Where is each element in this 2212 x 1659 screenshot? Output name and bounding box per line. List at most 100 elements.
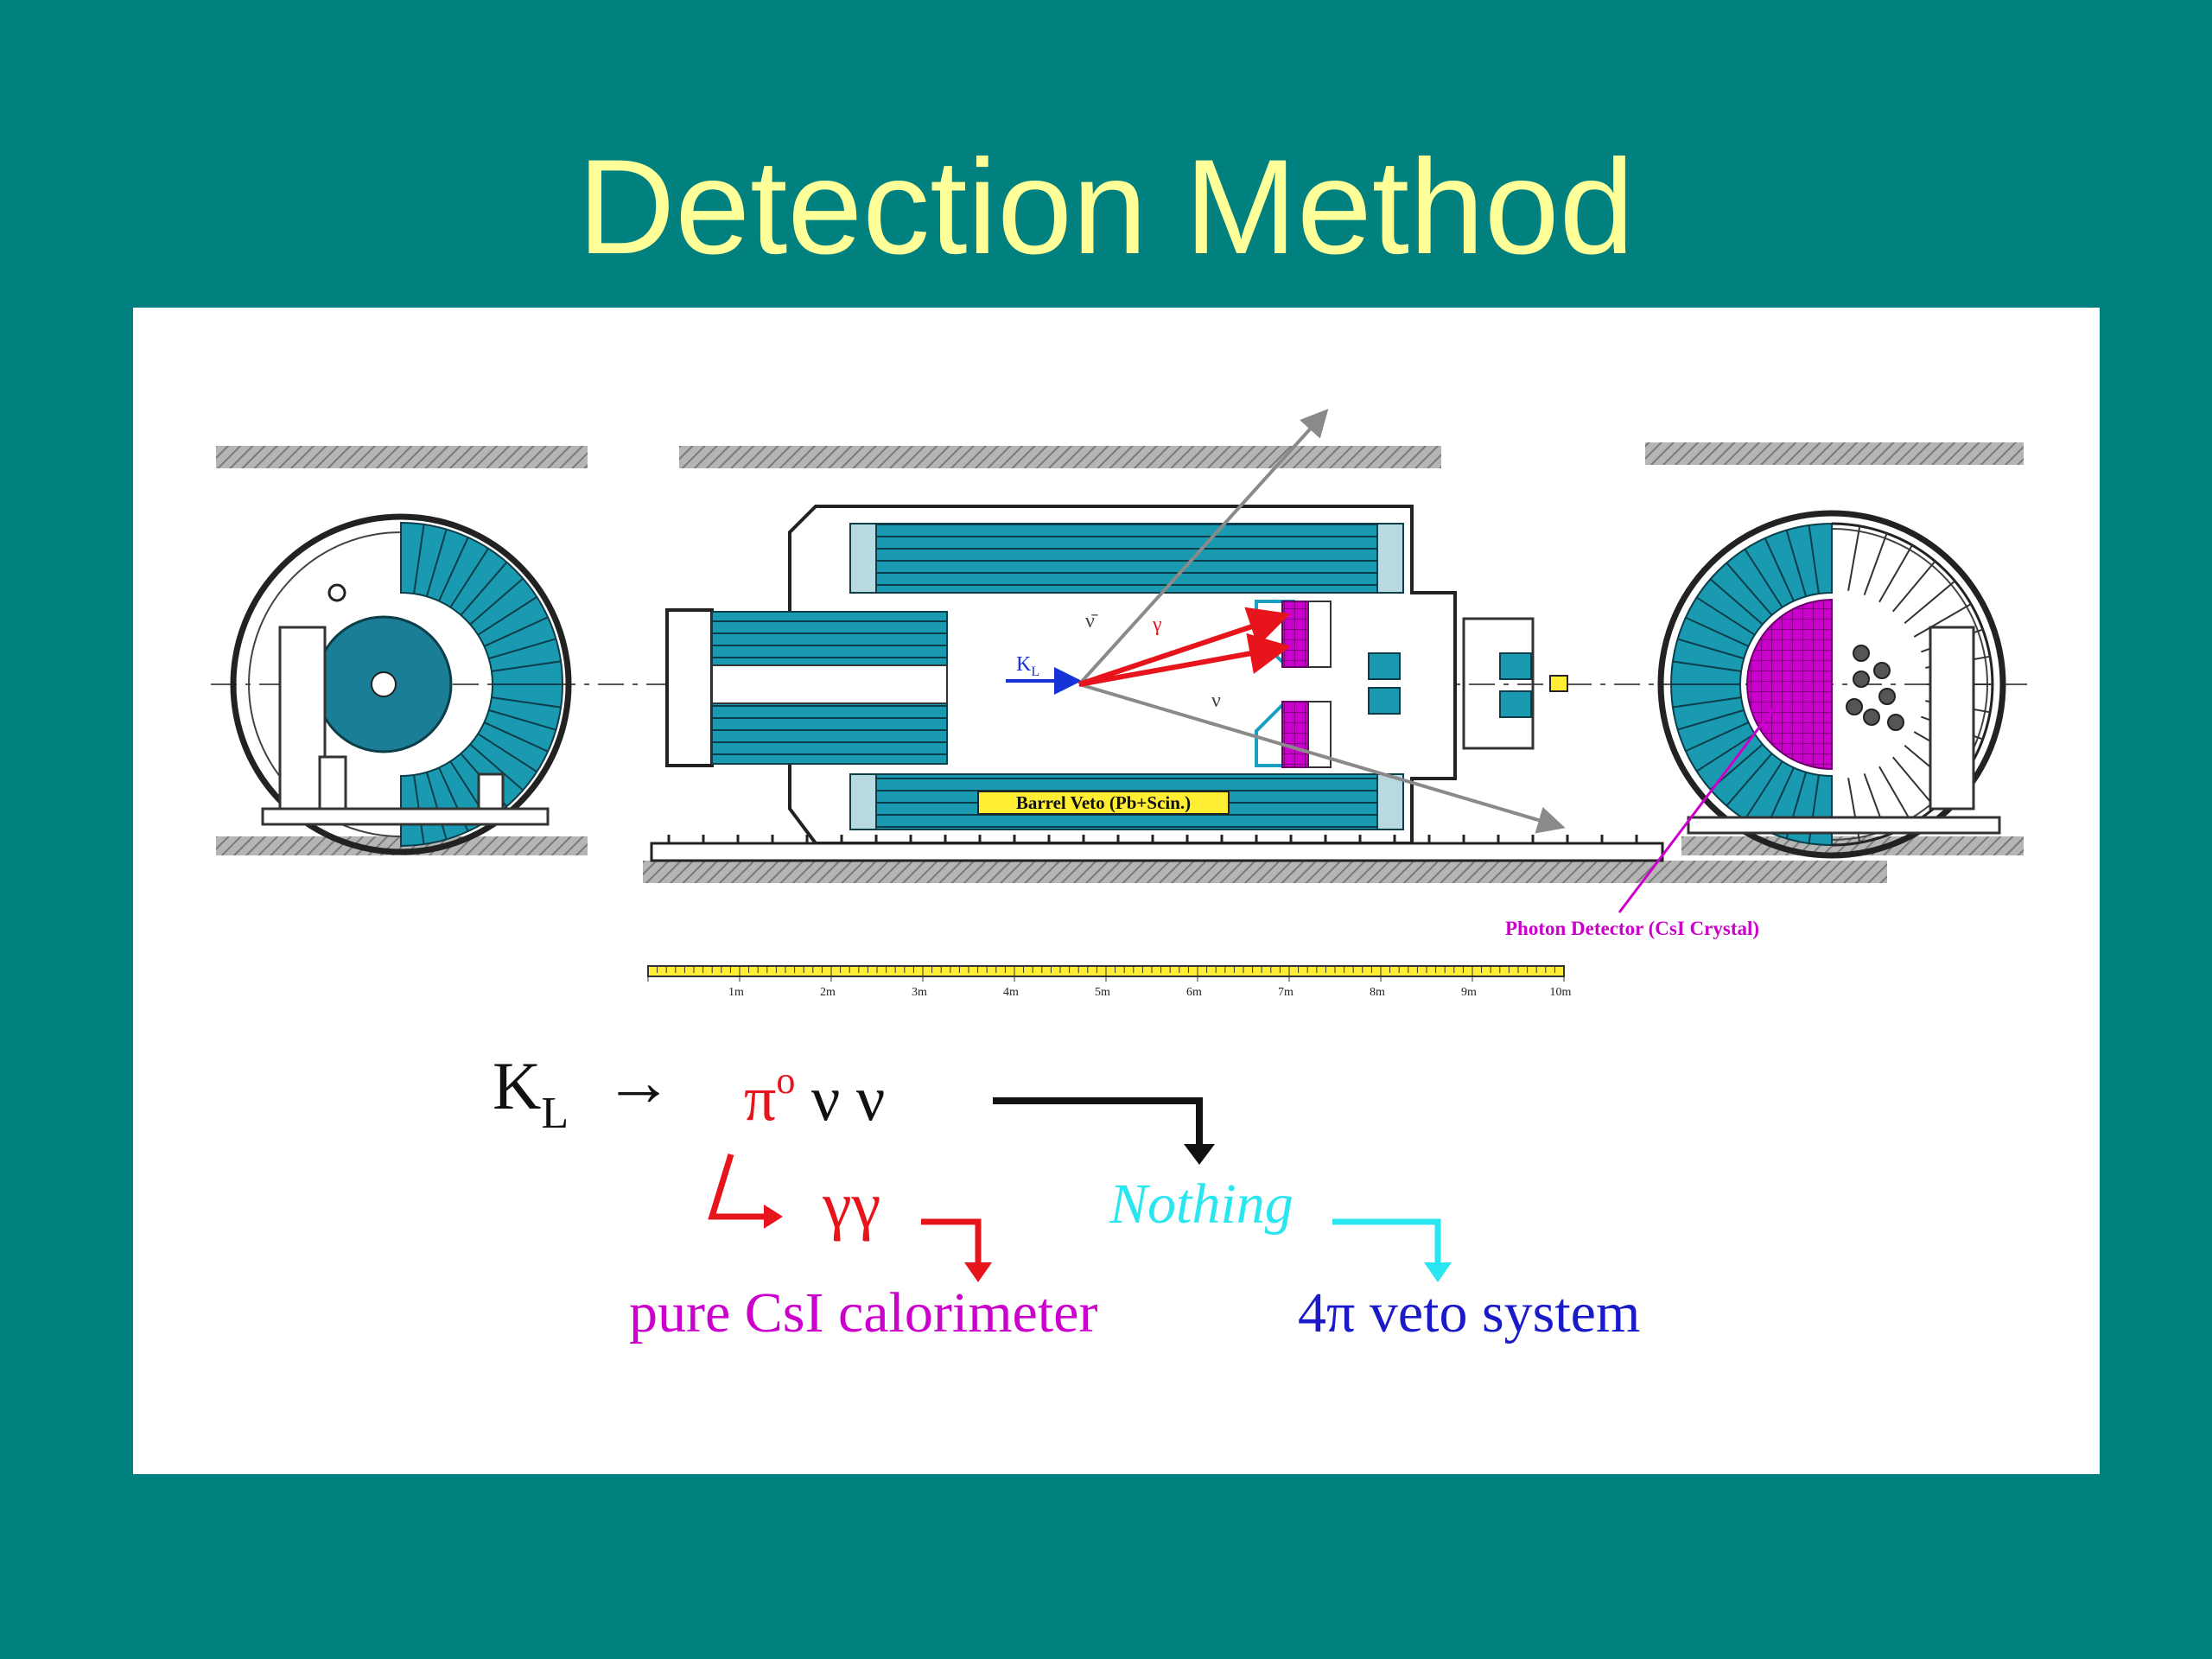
eq-nothing: Nothing — [1109, 1173, 1294, 1236]
eq-kaon-sub: L — [541, 1089, 569, 1138]
photon-detector-label: Photon Detector (CsI Crystal) — [1505, 918, 1759, 939]
right-module-ring — [1670, 522, 1833, 847]
eq-pion: π — [744, 1064, 777, 1135]
left-module-dividers — [400, 523, 563, 846]
front-barrel-upper — [711, 611, 948, 666]
barrel-end-cap-ll — [849, 773, 877, 830]
left-module-divider — [449, 548, 489, 608]
gamma-track-upper — [1078, 607, 1291, 687]
left-end-view — [230, 513, 572, 855]
photomultiplier — [1878, 688, 1896, 705]
left-module-divider — [469, 577, 524, 626]
right-module-divider — [1709, 578, 1764, 626]
right-module-divider — [1744, 548, 1783, 608]
scale-bar-minor-ticks — [647, 966, 1565, 982]
right-frame-spoke — [1891, 560, 1936, 613]
detector-diagram: Barrel Veto (Pb+Scin.) KL — [211, 409, 2034, 1282]
photomultiplier — [1853, 645, 1870, 662]
left-support-leg-2 — [477, 772, 505, 810]
right-module-divider — [1808, 524, 1820, 594]
eq-kaon-main: K — [493, 1048, 542, 1123]
scale-tick-label: 5m — [1095, 986, 1110, 999]
right-end-view: Photon Detector (CsI Crystal) — [1505, 510, 2006, 939]
left-module-divider — [477, 733, 537, 772]
right-outer-ring — [1657, 510, 2006, 859]
nu-arrow-to-nothing — [993, 1097, 1203, 1150]
left-module-divider — [425, 529, 448, 597]
barrel-veto-label: Barrel Veto (Pb+Scin.) — [1016, 792, 1191, 813]
csi-readout-upper — [1307, 601, 1332, 668]
slide-title: Detection Method — [577, 132, 1635, 283]
diagram-panel: Barrel Veto (Pb+Scin.) KL — [133, 308, 2100, 1474]
neutrino-label: ν — [1211, 690, 1221, 712]
right-module-divider — [1677, 709, 1745, 731]
left-module-divider — [491, 660, 562, 672]
right-support-frame — [1929, 626, 1975, 810]
downstream-housing — [1462, 617, 1535, 750]
left-module-divider — [438, 537, 469, 601]
left-support-frame — [278, 626, 327, 810]
scale-tick-label: 2m — [820, 986, 836, 999]
barrel-end-cap-ur — [1376, 523, 1404, 594]
right-module-divider — [1695, 733, 1756, 772]
right-frame-spoke — [1913, 603, 1972, 638]
gamma-arrow-to-calorimeter-head — [964, 1262, 992, 1282]
left-module-divider — [488, 638, 556, 660]
base-rail-rollers — [667, 835, 1638, 843]
eq-pion-neutrinos: πo ν ν — [744, 1047, 885, 1139]
left-outer-ring — [230, 513, 572, 855]
csi-calorimeter-lower — [1281, 701, 1309, 768]
photon-detector-pointer — [1618, 706, 1777, 913]
left-module-divider — [425, 772, 448, 840]
right-module-divider — [1785, 530, 1808, 597]
right-module-divider — [1672, 696, 1742, 709]
neutrino-track-lower — [1078, 683, 1566, 834]
right-module-divider — [1677, 638, 1745, 660]
barrel-veto-label-box — [977, 791, 1230, 815]
eq-kaon: KL — [493, 1047, 569, 1138]
collar-counter-lower — [1255, 703, 1295, 767]
front-barrel-bore — [711, 664, 948, 704]
right-frame-spoke — [1847, 525, 1861, 591]
neutrino-track-upper — [1077, 409, 1329, 686]
ground-hatch-center-bottom — [643, 861, 1887, 883]
left-module-divider — [413, 524, 425, 594]
center-side-view: Barrel Veto (Pb+Scin.) KL — [650, 409, 1664, 862]
scale-tick-label: 4m — [1003, 986, 1019, 999]
left-support-base — [261, 807, 550, 826]
downstream-detector-2 — [1368, 687, 1401, 715]
nothing-arrow-to-veto-head — [1424, 1262, 1452, 1282]
photomultiplier — [1846, 698, 1863, 715]
photomultiplier — [1863, 709, 1880, 726]
beam-catcher — [1549, 675, 1568, 692]
vessel-base-rail — [650, 842, 1664, 862]
left-module-divider — [488, 709, 556, 731]
right-module-divider — [1685, 616, 1749, 647]
eq-pion-sup: o — [776, 1059, 796, 1102]
downstream-detector-4 — [1499, 690, 1532, 718]
pi-arrow-to-gamma-head — [764, 1205, 783, 1229]
eq-calorimeter: pure CsI calorimeter — [629, 1281, 1098, 1344]
right-frame-spoke — [1891, 756, 1936, 809]
right-frame-spoke — [1878, 544, 1913, 603]
right-frame-spoke — [1863, 532, 1888, 595]
right-module-divider — [1672, 660, 1742, 672]
eq-gamma-gamma: γγ — [823, 1169, 881, 1242]
barrel-end-cap-lr — [1376, 773, 1404, 830]
ground-hatch-center-top — [679, 446, 1441, 468]
right-module-divider — [1695, 596, 1756, 636]
photomultiplier — [1887, 714, 1904, 731]
left-module-divider — [491, 696, 562, 709]
eq-neutrinos: ν ν — [795, 1064, 886, 1135]
right-photomultipliers — [1846, 645, 1904, 731]
barrel-end-cap-ul — [849, 523, 877, 594]
ground-hatch-left-top — [216, 446, 588, 468]
right-module-divider — [1726, 562, 1773, 616]
eq-veto-system: 4π veto system — [1298, 1281, 1641, 1344]
ground-hatch-right-top — [1645, 442, 2024, 465]
right-csi-crystal-face — [1746, 598, 1833, 771]
right-module-divider — [1726, 753, 1773, 807]
right-module-divider — [1764, 537, 1795, 601]
right-module-divider — [1685, 721, 1749, 753]
